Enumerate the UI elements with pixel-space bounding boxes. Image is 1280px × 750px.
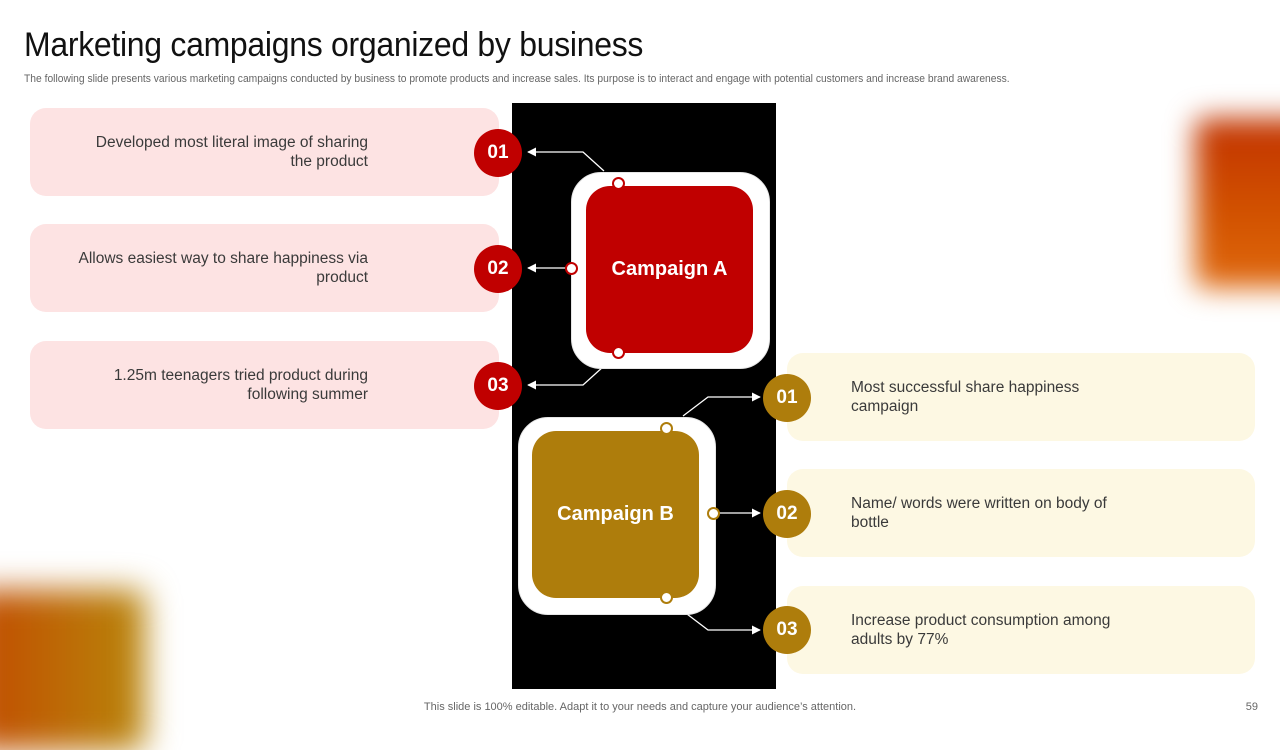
connector-a-1 bbox=[527, 147, 605, 172]
campaign-b-label: Campaign B bbox=[557, 503, 674, 525]
decorative-blur-right bbox=[1195, 118, 1280, 288]
campaign-b-badge-2: 02 bbox=[763, 490, 811, 538]
campaign-b-item-2-card: Name/ words were written on body of bott… bbox=[787, 469, 1255, 557]
campaign-a-badge-1: 01 bbox=[474, 129, 522, 177]
campaign-a-label: Campaign A bbox=[611, 258, 728, 280]
slide-title: Marketing campaigns organized by busines… bbox=[24, 26, 644, 64]
footer-note: This slide is 100% editable. Adapt it to… bbox=[423, 701, 857, 713]
connector-a-3 bbox=[527, 365, 605, 390]
campaign-b-item-3-card: Increase product consumption among adult… bbox=[787, 586, 1255, 674]
campaign-a-item-2-text: Allows easiest way to share happiness vi… bbox=[78, 250, 368, 286]
campaign-a-item-1-text: Developed most literal image of sharing … bbox=[95, 134, 368, 170]
campaign-a-badge-3: 03 bbox=[474, 362, 522, 410]
campaign-a-item-3-card: 1.25m teenagers tried product during fol… bbox=[30, 341, 499, 429]
campaign-b-badge-3: 03 bbox=[763, 606, 811, 654]
campaign-a-box: Campaign A bbox=[586, 186, 753, 353]
campaign-b-item-1-text: Most successful share happiness campaign bbox=[851, 379, 1080, 415]
campaign-b-item-1-card: Most successful share happiness campaign bbox=[787, 353, 1255, 441]
campaign-a-item-2-card: Allows easiest way to share happiness vi… bbox=[30, 224, 499, 312]
campaign-a-item-3-text: 1.25m teenagers tried product during fol… bbox=[113, 367, 368, 403]
campaign-a-item-1-card: Developed most literal image of sharing … bbox=[30, 108, 499, 196]
connector-b-3 bbox=[682, 610, 761, 635]
connector-b-1 bbox=[682, 392, 761, 417]
campaign-b-dot-right bbox=[707, 507, 720, 520]
campaign-b-dot-bottom bbox=[660, 591, 673, 604]
campaign-b-item-2-text: Name/ words were written on body of bott… bbox=[851, 495, 1107, 531]
campaign-a-badge-2: 02 bbox=[474, 245, 522, 293]
slide-subtitle: The following slide presents various mar… bbox=[24, 73, 1010, 85]
campaign-b-dot-top bbox=[660, 422, 673, 435]
campaign-b-badge-1: 01 bbox=[763, 374, 811, 422]
campaign-a-dot-bottom bbox=[612, 346, 625, 359]
campaign-b-item-3-text: Increase product consumption among adult… bbox=[851, 612, 1111, 648]
campaign-b-box: Campaign B bbox=[532, 431, 699, 598]
campaign-a-dot-left bbox=[565, 262, 578, 275]
connector-lines bbox=[527, 147, 761, 635]
page-number: 59 bbox=[1245, 701, 1258, 713]
campaign-a-dot-top bbox=[612, 177, 625, 190]
